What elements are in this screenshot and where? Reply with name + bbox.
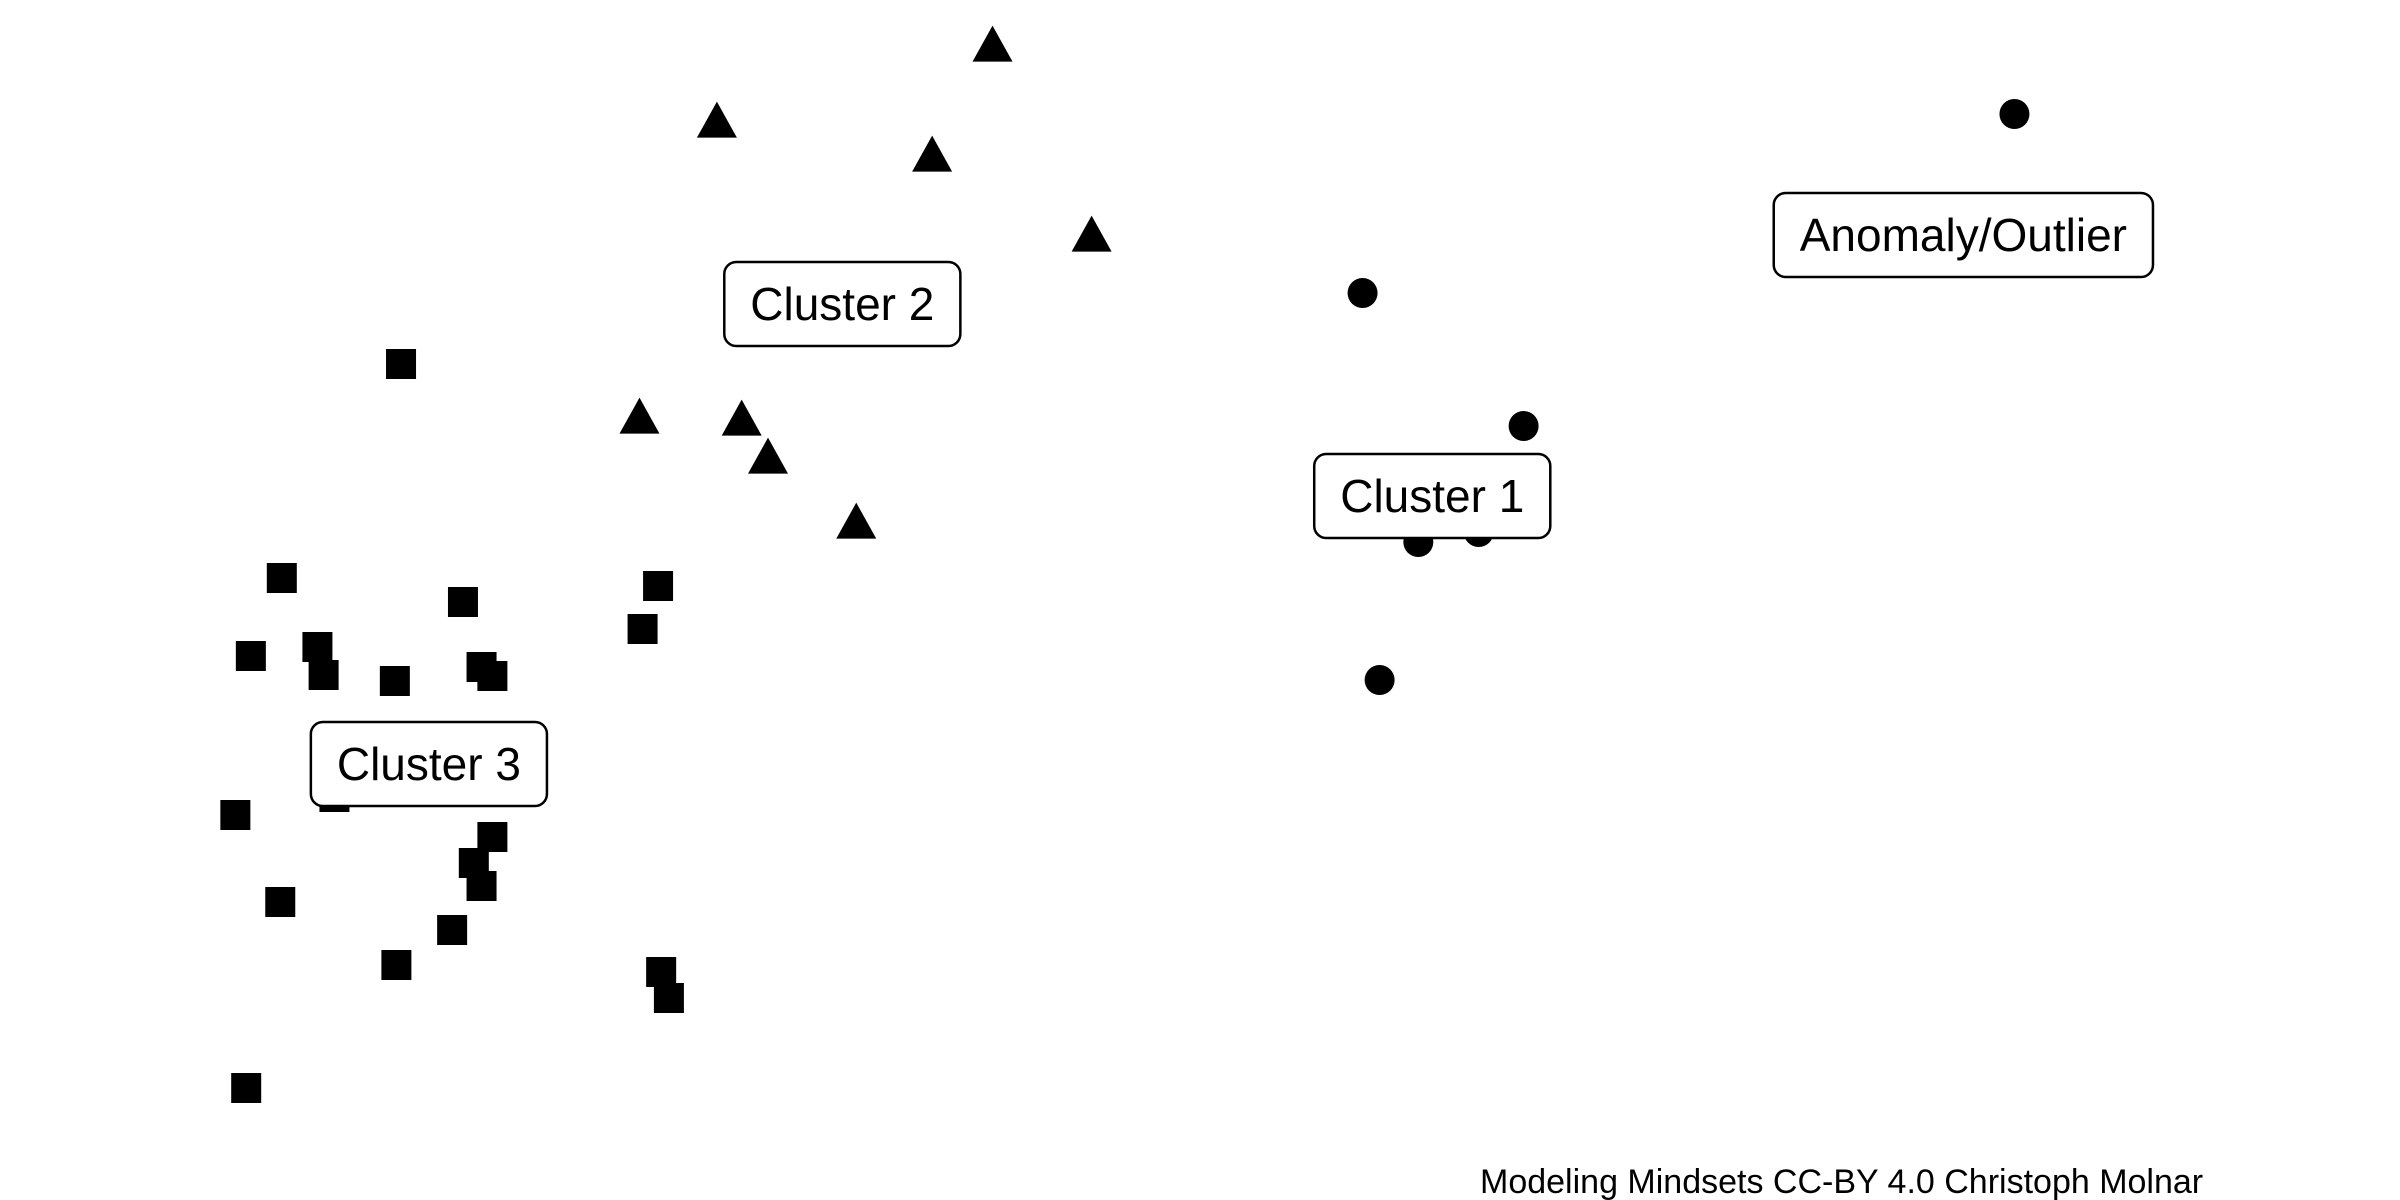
- point-square-9: [643, 571, 674, 601]
- point-square-8: [477, 661, 508, 691]
- point-square-15: [466, 871, 497, 901]
- credit-caption: Modeling Mindsets CC-BY 4.0 Christoph Mo…: [1480, 1163, 2203, 1200]
- point-square-10: [627, 614, 658, 644]
- point-square-6: [379, 666, 410, 696]
- point-square-1: [266, 563, 297, 593]
- point-triangle-0: [972, 25, 1013, 62]
- point-triangle-2: [912, 135, 953, 172]
- point-triangle-6: [748, 437, 788, 474]
- label-anomaly-outlier: Anomaly/Outlier: [1772, 191, 2155, 279]
- point-square-0: [386, 349, 417, 379]
- point-circle-0: [1347, 278, 1378, 308]
- point-circle-5: [1364, 665, 1395, 695]
- cluster-labels-layer: Cluster 1 Cluster 2 Cluster 3 Anomaly/Outli…: [309, 191, 2155, 808]
- point-square-13: [477, 822, 508, 852]
- point-square-3: [235, 641, 266, 671]
- point-square-21: [231, 1073, 262, 1103]
- label-cluster-2: Cluster 2: [723, 260, 962, 348]
- label-text-cluster-3: Cluster 3: [337, 738, 521, 790]
- point-square-19: [646, 957, 677, 987]
- point-triangle-5: [721, 399, 762, 436]
- point-triangle-1: [696, 101, 737, 138]
- point-square-4: [302, 632, 333, 662]
- label-box-anomaly-outlier: [1772, 191, 2155, 279]
- point-square-20: [653, 983, 684, 1013]
- point-circle-6: [1999, 99, 2030, 129]
- label-box-cluster-3: [309, 720, 549, 808]
- point-square-2: [447, 587, 478, 617]
- point-triangle-7: [836, 502, 877, 539]
- point-square-18: [381, 950, 412, 980]
- label-text-anomaly-outlier: Anomaly/Outlier: [1800, 209, 2127, 261]
- point-square-11: [220, 800, 251, 830]
- point-square-16: [265, 887, 296, 917]
- points-layer: [220, 25, 2030, 1103]
- label-text-cluster-2: Cluster 2: [750, 278, 934, 330]
- point-triangle-4: [619, 397, 660, 434]
- label-box-cluster-2: [723, 260, 962, 348]
- label-text-cluster-1: Cluster 1: [1340, 470, 1524, 522]
- point-triangle-3: [1071, 215, 1112, 252]
- label-cluster-1: Cluster 1: [1312, 452, 1552, 540]
- point-circle-1: [1508, 411, 1539, 441]
- label-box-cluster-1: [1312, 452, 1552, 540]
- point-square-5: [308, 660, 339, 690]
- point-square-17: [437, 915, 468, 945]
- label-cluster-3: Cluster 3: [309, 720, 549, 808]
